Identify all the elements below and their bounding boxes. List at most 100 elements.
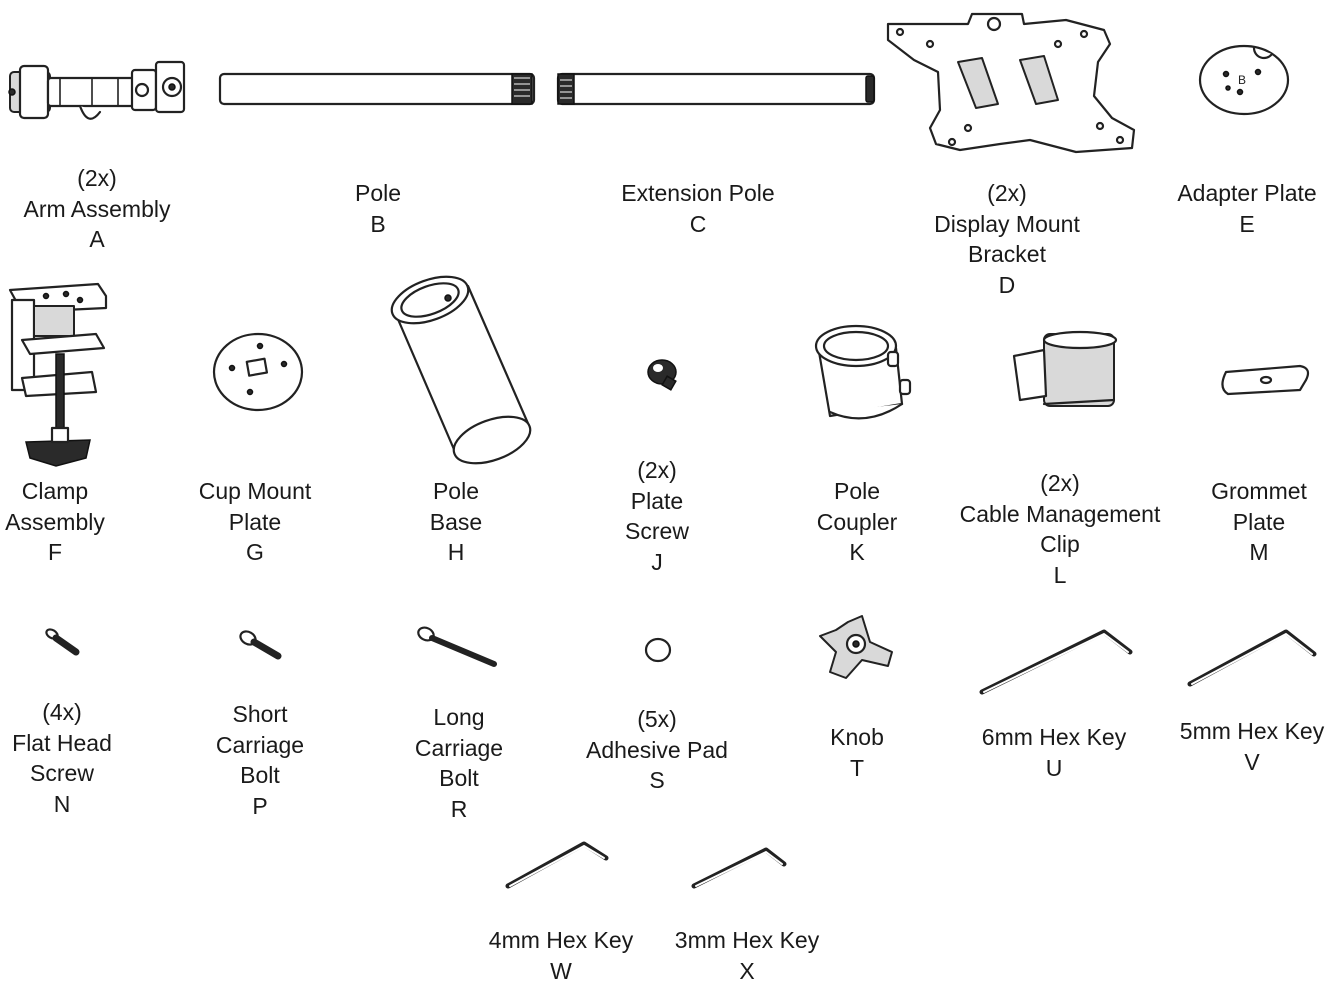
part-letter: S [586, 765, 728, 796]
part-name-line: Arm Assembly [24, 194, 171, 225]
part-label-w: 4mm Hex Key W [489, 925, 633, 986]
part-name-line: Pole [817, 476, 898, 507]
part-name-line: Coupler [817, 507, 898, 538]
display-mount-bracket-icon [888, 14, 1134, 152]
part-letter: T [830, 753, 884, 784]
part-name-line: Knob [830, 722, 884, 753]
part-letter: E [1177, 209, 1316, 240]
part-label-k: Pole Coupler K [817, 476, 898, 568]
part-label-x: 3mm Hex Key X [675, 925, 819, 986]
part-qty: (2x) [960, 468, 1161, 499]
part-name-line: Plate [199, 507, 312, 538]
6mm-hex-key-icon [982, 632, 1130, 692]
5mm-hex-key-icon [1190, 632, 1314, 684]
part-name-line: Cup Mount [199, 476, 312, 507]
part-letter: H [430, 537, 482, 568]
part-name-line: Short [216, 699, 304, 730]
svg-text:B: B [1238, 73, 1246, 87]
plate-screw-icon [648, 360, 676, 390]
part-label-l: (2x) Cable Management Clip L [960, 468, 1161, 590]
pole-base-icon [386, 268, 537, 473]
part-qty: (2x) [24, 163, 171, 194]
part-letter: N [12, 789, 112, 820]
part-name-line: Carriage [216, 730, 304, 761]
flat-head-screw-icon [45, 628, 76, 652]
part-letter: X [675, 956, 819, 986]
part-name-line: 3mm Hex Key [675, 925, 819, 956]
adhesive-pad-icon [646, 639, 670, 661]
part-name-line: Assembly [5, 507, 105, 538]
part-label-v: 5mm Hex Key V [1180, 716, 1324, 777]
part-label-r: Long Carriage Bolt R [415, 702, 503, 824]
part-name-line: Adapter Plate [1177, 178, 1316, 209]
part-letter: A [24, 224, 171, 255]
pole-coupler-icon [816, 326, 910, 418]
part-label-b: Pole B [355, 178, 401, 239]
part-name-line: Long [415, 702, 503, 733]
part-letter: M [1211, 537, 1307, 568]
part-letter: L [960, 560, 1161, 591]
part-label-a: (2x) Arm Assembly A [24, 163, 171, 255]
part-letter: K [817, 537, 898, 568]
part-label-u: 6mm Hex Key U [982, 722, 1126, 783]
part-letter: W [489, 956, 633, 986]
pole-icon [220, 74, 534, 104]
part-name-line: 6mm Hex Key [982, 722, 1126, 753]
part-label-n: (4x) Flat Head Screw N [12, 697, 112, 819]
part-label-h: Pole Base H [430, 476, 482, 568]
part-letter: V [1180, 747, 1324, 778]
part-name-line: Base [430, 507, 482, 538]
part-name-line: 5mm Hex Key [1180, 716, 1324, 747]
part-name-line: Cable Management [960, 499, 1161, 530]
3mm-hex-key-icon [694, 850, 784, 886]
part-name-line: Screw [625, 516, 689, 547]
part-label-d: (2x) Display Mount Bracket D [934, 178, 1080, 300]
part-letter: J [625, 547, 689, 578]
part-name-line: Pole [430, 476, 482, 507]
part-label-t: Knob T [830, 722, 884, 783]
clamp-assembly-icon [10, 284, 106, 466]
arm-assembly-icon [9, 62, 184, 119]
part-name-line: Carriage [415, 733, 503, 764]
part-name-line: Display Mount [934, 209, 1080, 240]
4mm-hex-key-icon [508, 844, 606, 886]
part-name-line: Grommet [1211, 476, 1307, 507]
part-label-g: Cup Mount Plate G [199, 476, 312, 568]
part-label-j: (2x) Plate Screw J [625, 455, 689, 577]
part-name-line: Bolt [415, 763, 503, 794]
part-letter: U [982, 753, 1126, 784]
part-name-line: Clamp [5, 476, 105, 507]
adapter-plate-icon: B [1200, 46, 1288, 114]
part-label-e: Adapter Plate E [1177, 178, 1316, 239]
part-qty: (4x) [12, 697, 112, 728]
cup-mount-plate-icon [214, 334, 302, 410]
part-letter: R [415, 794, 503, 825]
part-qty: (2x) [934, 178, 1080, 209]
part-name-line: Bracket [934, 239, 1080, 270]
part-letter: P [216, 791, 304, 822]
part-label-s: (5x) Adhesive Pad S [586, 704, 728, 796]
part-name-line: Plate [1211, 507, 1307, 538]
part-name-line: Pole [355, 178, 401, 209]
part-name-line: Plate [625, 486, 689, 517]
part-name-line: Adhesive Pad [586, 735, 728, 766]
grommet-plate-icon [1222, 366, 1308, 394]
part-qty: (5x) [586, 704, 728, 735]
knob-icon [820, 616, 892, 678]
short-carriage-bolt-icon [238, 629, 278, 656]
part-label-m: Grommet Plate M [1211, 476, 1307, 568]
part-name-line: 4mm Hex Key [489, 925, 633, 956]
part-name-line: Screw [12, 758, 112, 789]
part-letter: C [621, 209, 774, 240]
part-qty: (2x) [625, 455, 689, 486]
part-name-line: Bolt [216, 760, 304, 791]
part-letter: B [355, 209, 401, 240]
long-carriage-bolt-icon [416, 625, 494, 664]
part-label-f: Clamp Assembly F [5, 476, 105, 568]
part-label-c: Extension Pole C [621, 178, 774, 239]
part-letter: D [934, 270, 1080, 301]
part-name-line: Flat Head [12, 728, 112, 759]
part-name-line: Extension Pole [621, 178, 774, 209]
part-letter: G [199, 537, 312, 568]
extension-pole-icon [558, 74, 874, 104]
